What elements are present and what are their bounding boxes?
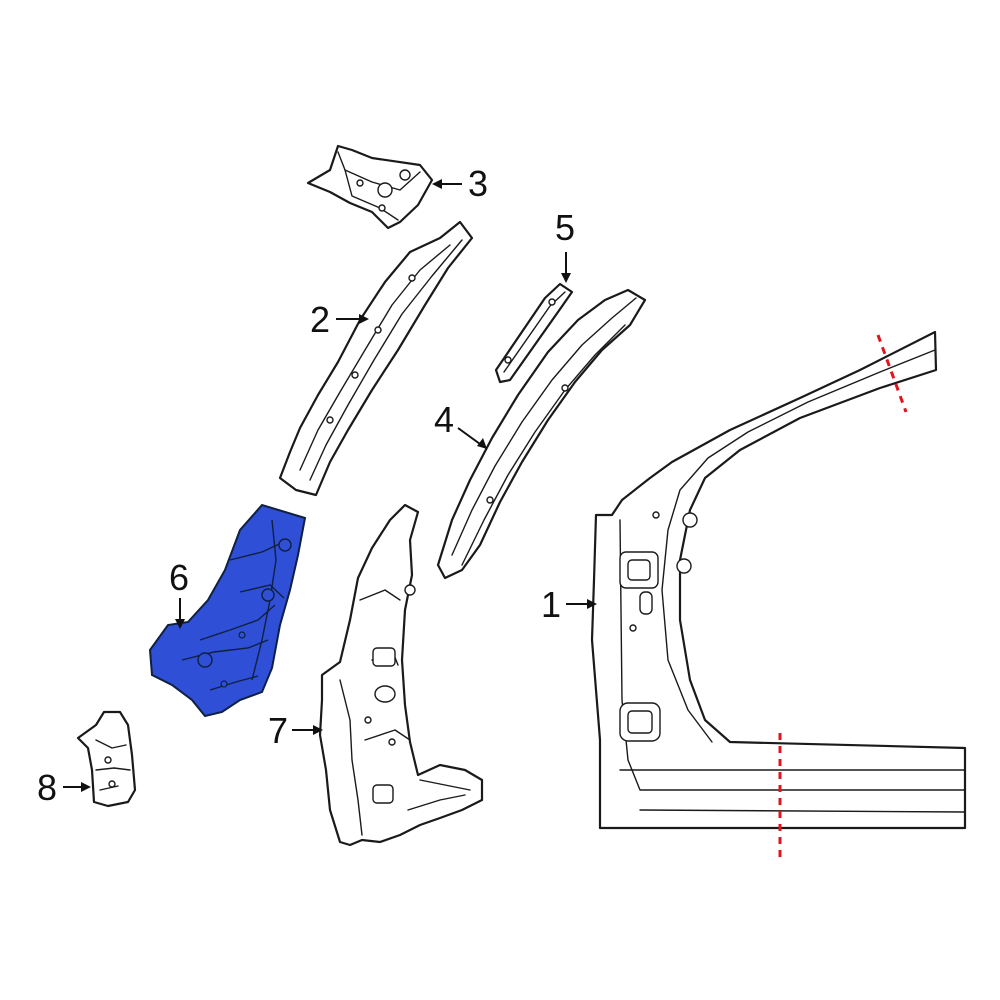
part-1-body-side-panel[interactable] — [590, 330, 967, 830]
callout-3: 3 — [468, 163, 488, 204]
part-6-highlighted-panel[interactable] — [148, 503, 307, 718]
callout-5: 5 — [555, 207, 575, 248]
callout-arrows — [63, 179, 597, 792]
part-7-lower-pillar[interactable] — [318, 503, 484, 847]
cut-line-upper — [876, 334, 908, 413]
callout-8: 8 — [37, 767, 57, 808]
part-4-pillar-reinforcement[interactable] — [436, 288, 647, 580]
part-8-small-bracket[interactable] — [76, 710, 137, 808]
callout-6: 6 — [169, 557, 189, 598]
part-2-pillar-inner[interactable] — [278, 220, 474, 497]
callout-2: 2 — [310, 299, 330, 340]
callout-7: 7 — [268, 710, 288, 751]
part-3-bracket[interactable] — [306, 144, 434, 230]
callout-1: 1 — [541, 584, 561, 625]
callout-4: 4 — [434, 399, 454, 440]
part-5-reinforcement-strip[interactable] — [494, 282, 574, 384]
